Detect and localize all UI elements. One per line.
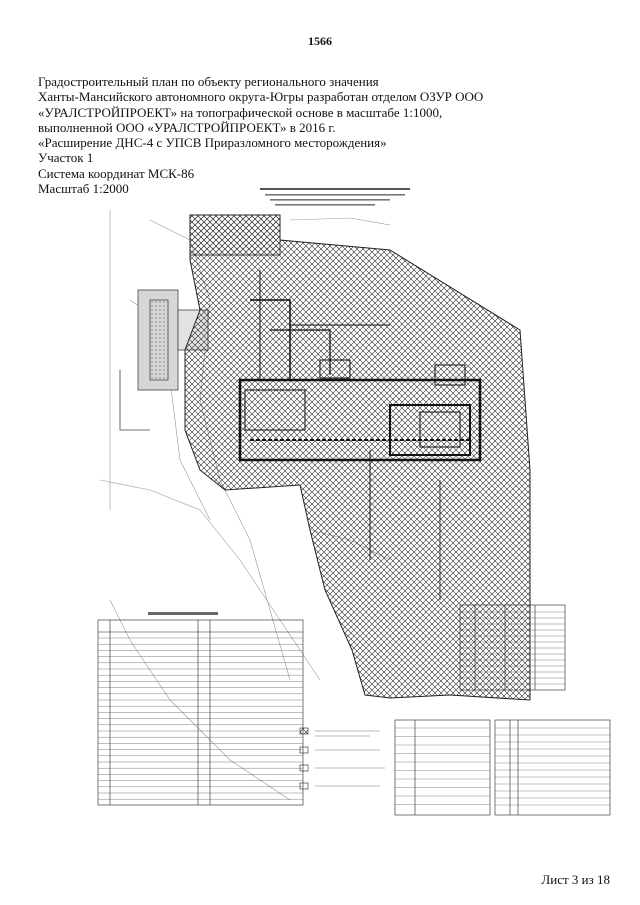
coordinate-rows: [460, 611, 565, 685]
site-plan-drawing: [90, 180, 620, 820]
plant-facilities: [238, 270, 482, 600]
header-line-7: Система координат МСК-86: [38, 165, 195, 181]
header-line-4: выполненной ООО «УРАЛСТРОЙПРОЕКТ» в 2016…: [38, 119, 336, 135]
header-line-2: Ханты-Мансийского автономного округа-Югр…: [38, 89, 484, 105]
coordinate-table: [459, 604, 566, 691]
legend-area: [299, 719, 611, 816]
explication-rows: [98, 637, 303, 800]
sheet-number: Лист 3 из 18: [541, 872, 610, 887]
document-header: Градостроительный план по объекту регион…: [38, 74, 484, 197]
page-number: 1566: [308, 34, 332, 48]
explication-table: [97, 612, 304, 806]
legend-rows: [395, 727, 610, 806]
hatched-zone: [184, 214, 531, 701]
drawing-title-note: [260, 188, 410, 206]
hatched-notch: [189, 214, 281, 256]
site-plan-svg: [97, 188, 611, 816]
header-line-8: Масштаб 1:2000: [38, 181, 129, 197]
header-line-1: Градостроительный план по объекту регион…: [38, 74, 379, 89]
header-line-6: Участок 1: [38, 150, 94, 166]
header-line-3: «УРАЛСТРОЙПРОЕКТ» на топографической осн…: [38, 104, 443, 120]
header-line-5: «Расширение ДНС-4 с УПСВ Приразломного м…: [38, 135, 387, 151]
